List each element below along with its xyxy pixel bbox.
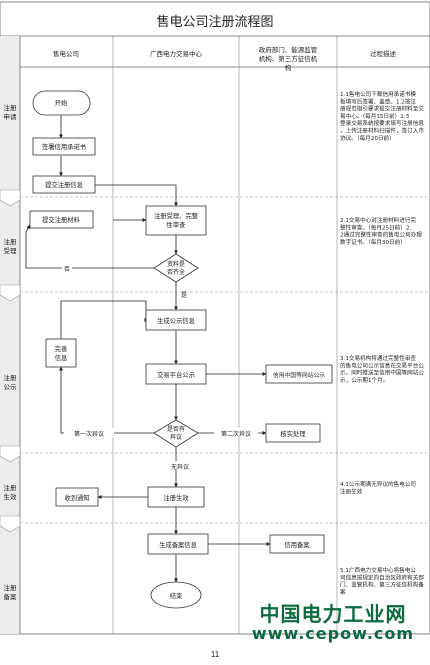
improve-info-node: [45, 338, 77, 368]
diagram-title: 售电公司注册流程图: [156, 14, 273, 30]
platform-public-node: [145, 363, 207, 385]
improve-info-label: 完善信息: [55, 344, 68, 362]
complete-check-node: [153, 253, 199, 283]
lane-header-exchange: 广西电力交易中心: [150, 49, 203, 58]
lane-header-seller: 售电公司: [53, 49, 79, 58]
gen-public-node: [145, 309, 207, 331]
credit-public-node: [265, 364, 333, 384]
effective-label: 注册生效: [163, 493, 189, 502]
review-node: [145, 205, 207, 236]
stage-label-accept: 注册受理: [4, 237, 18, 255]
description-accept: 2.1交易中心对注册材料进行完整性审查。（每月25日前）2.2通过完整性审查的售…: [340, 216, 422, 246]
description-publicize: 3.1交易机构将通过完整性审查的售电公司公示信息在交易平台公示，同时推送至信用中…: [340, 354, 424, 384]
description-register: 1.1售电公司下载信用承诺书模板填写后签署、盖章。1.2按注册规范指引要求提交注…: [340, 90, 424, 142]
description-effective: 4.1公示期满无异议的售电公司注册生效: [340, 480, 416, 495]
objection-check-node: [153, 419, 199, 448]
stage-label-effective: 注册生效: [4, 483, 18, 501]
credit-filing-node: [269, 534, 325, 554]
description-filing: 5.1广西电力交易中心将售电公司信息按规定向自治区政府有关部门、监管机构、第三方…: [340, 566, 424, 596]
page-number: 11: [210, 650, 220, 659]
submit-materials-node: [29, 210, 94, 229]
edge-info-review: [95, 184, 178, 207]
diagram-frame: [0, 1, 430, 635]
sign-promise-label: 签署信用承诺书: [42, 142, 86, 151]
verify-label: 核实处理: [280, 429, 306, 438]
edge-label-second-objection: 第二次异议: [221, 430, 251, 438]
edge-first-objection: [59, 366, 154, 434]
edge-label-first-objection: 第一次异议: [74, 430, 104, 438]
watermark-title: 中国电力工业网: [259, 602, 407, 626]
end-node: [150, 581, 202, 609]
watermark-url: www.cepow.com: [251, 624, 415, 643]
notify-label: 收到通知: [64, 493, 89, 502]
effective-node: [147, 486, 205, 508]
sign-promise-node: [32, 137, 96, 156]
credit-public-label: 信用中国等网站公示: [273, 371, 325, 379]
review-label: 注册受理、完整性审查: [154, 211, 199, 229]
lane-header-government: 政府部门、能源监管机构、第三方征信机构: [259, 45, 318, 72]
edge-label-no: 否: [64, 266, 70, 273]
lane-header-description: 过程描述: [370, 49, 397, 58]
notify-node: [55, 487, 99, 507]
end-label: 结束: [170, 591, 183, 600]
edge-label-yes: 是: [181, 292, 187, 299]
submit-info-node: [32, 175, 96, 194]
submit-info-label: 提交注册信息: [45, 180, 83, 189]
gen-public-label: 生成公示信息: [157, 316, 195, 325]
complete-check-label: 资料是否齐全: [167, 260, 185, 276]
stage-label-publicize: 注册公示: [4, 373, 18, 391]
stage-label-filing: 注册备案: [4, 583, 18, 601]
credit-filing-label: 信用备案: [284, 540, 310, 549]
verify-node: [265, 423, 321, 443]
edge-label-no-objection: 无异议: [171, 463, 189, 471]
objection-check-label: 是否有异议: [167, 425, 185, 441]
platform-public-label: 交易平台公示: [157, 370, 195, 379]
stage-label-register: 注册申请: [4, 103, 18, 121]
edge-incomplete: [25, 232, 154, 269]
start-label: 开始: [55, 98, 68, 107]
submit-materials-label: 提交注册材料: [42, 215, 80, 224]
start-node: [32, 90, 91, 116]
gen-filing-node: [147, 533, 209, 555]
gen-filing-label: 生成备案信息: [159, 540, 197, 549]
edge-improve-public: [60, 300, 147, 339]
